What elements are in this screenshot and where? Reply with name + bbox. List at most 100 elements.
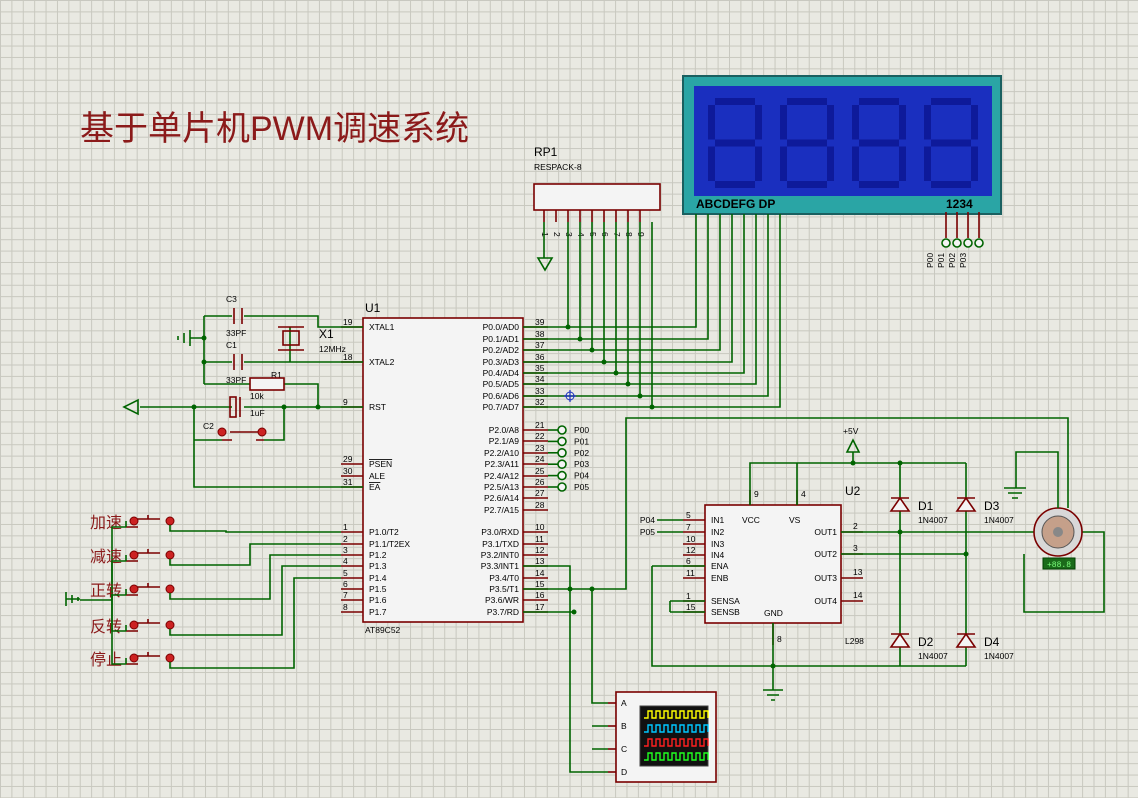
u1-pin-num: 11 [535, 534, 544, 544]
u2-pin-name: OUT2 [814, 549, 837, 559]
u1-pin-num: 16 [535, 590, 545, 600]
oscillator-reset-network: C3 33PF C1 33PF X1 12MHz R1 10k 1uF C2 [122, 294, 363, 488]
rp1-pin-num: 1 [540, 232, 550, 237]
p2-terminal[interactable] [557, 436, 567, 447]
diode-ref: D1 [918, 499, 934, 513]
u2-pin-name: IN2 [711, 527, 725, 537]
u1-pin-num: 4 [343, 556, 348, 566]
button-contact[interactable] [165, 653, 175, 663]
u1-pin-num: 34 [535, 374, 545, 384]
dc-motor[interactable]: +88.8 [1004, 451, 1083, 570]
u1-pin-num: 35 [535, 363, 545, 373]
display-segment [827, 105, 834, 140]
c2-ref: C2 [203, 421, 214, 431]
u1-pin-name: PSEN [369, 459, 392, 469]
display-segment [755, 146, 762, 181]
rp1-pin-num: 6 [600, 232, 610, 237]
motor-readout: +88.8 [1047, 561, 1071, 570]
u2-ref: U2 [845, 484, 861, 498]
u1-pin-num: 31 [343, 477, 353, 487]
u2-pin-num: 4 [801, 489, 806, 499]
display-segment [708, 105, 715, 140]
button-contact[interactable] [165, 620, 175, 630]
rp1-pin-num: 4 [576, 232, 586, 237]
u1-ref: U1 [365, 301, 381, 315]
power-label: +5V [843, 426, 859, 436]
button-label: 反转 [90, 618, 122, 636]
diode-value: 1N4007 [918, 515, 948, 525]
button-contact[interactable] [129, 584, 139, 594]
diode [889, 632, 911, 648]
digit-terminal[interactable] [941, 238, 951, 248]
u1-pin-name: RST [369, 402, 386, 412]
digit-terminal[interactable] [963, 238, 973, 248]
u2-pin-num: 8 [777, 634, 782, 644]
u1-pin-name: P2.0/A8 [489, 425, 520, 435]
p2-terminal[interactable] [557, 447, 567, 458]
display-segment [787, 139, 827, 147]
u2-pin-num: 3 [853, 543, 858, 553]
u1-pin-name: P3.6/WR [485, 595, 519, 605]
u1-pin-num: 3 [343, 545, 348, 555]
u1-pin-num: 2 [343, 534, 348, 544]
digit-terminal[interactable] [974, 238, 984, 248]
u2-pin-num: 5 [686, 510, 691, 520]
c3-ref: C3 [226, 294, 237, 304]
p2-terminal[interactable] [557, 425, 567, 435]
button-label: 停止 [90, 651, 122, 669]
u1-pin-num: 10 [535, 522, 545, 532]
u1-pin-name: XTAL2 [369, 357, 395, 367]
p2-terminal[interactable] [557, 482, 567, 492]
scope-channel-label: C [621, 744, 627, 754]
display-segment [859, 98, 899, 105]
button-contact[interactable] [129, 653, 139, 663]
p2-terminal[interactable] [557, 470, 567, 481]
display-segment [715, 139, 755, 147]
u1-pin-num: 17 [535, 602, 545, 612]
u1-pin-name: P0.3/AD3 [483, 357, 520, 367]
display-segment [931, 139, 971, 147]
diode-ref: D3 [984, 499, 1000, 513]
rp1-value: RESPACK-8 [534, 162, 582, 172]
u1-pin-name: P0.1/AD1 [483, 334, 520, 344]
u1-pin-num: 1 [343, 522, 348, 532]
button-label: 加速 [90, 514, 122, 532]
u1-pin-num: 13 [535, 556, 545, 566]
scope-channel-label: D [621, 767, 627, 777]
display-digit-label: 1234 [946, 197, 973, 211]
u1-pin-name: P1.1/T2EX [369, 539, 410, 549]
u1-pin-name: XTAL1 [369, 322, 395, 332]
diode-value: 1N4007 [918, 651, 948, 661]
display-segment [899, 146, 906, 181]
display-segment [787, 181, 827, 188]
button-contact[interactable] [129, 516, 139, 526]
button-contact[interactable] [165, 550, 175, 560]
u1-part: AT89C52 [365, 625, 401, 635]
u2-part: L298 [845, 636, 864, 646]
button-contact[interactable] [129, 620, 139, 630]
display-segment [924, 146, 931, 181]
digit-terminal[interactable] [952, 238, 962, 248]
scope-trace [644, 710, 709, 719]
digit-pin-label: P01 [936, 253, 946, 268]
u1-pin-name: P3.7/RD [487, 607, 519, 617]
u1-pin-num: 14 [535, 568, 545, 578]
p2-terminal-label: P05 [574, 482, 589, 492]
diode [955, 496, 977, 512]
button-contact[interactable] [129, 550, 139, 560]
button-contact[interactable] [165, 516, 175, 526]
p2-terminal[interactable] [557, 459, 567, 470]
oscilloscope[interactable]: ABCD [592, 691, 717, 783]
display-segment [715, 181, 755, 188]
u1-pin-num: 30 [343, 466, 353, 476]
button-contact[interactable] [165, 584, 175, 594]
u1-pin-name: P1.7 [369, 607, 387, 617]
u2-pin-name: VCC [742, 515, 760, 525]
u1-pin-num: 5 [343, 568, 348, 578]
